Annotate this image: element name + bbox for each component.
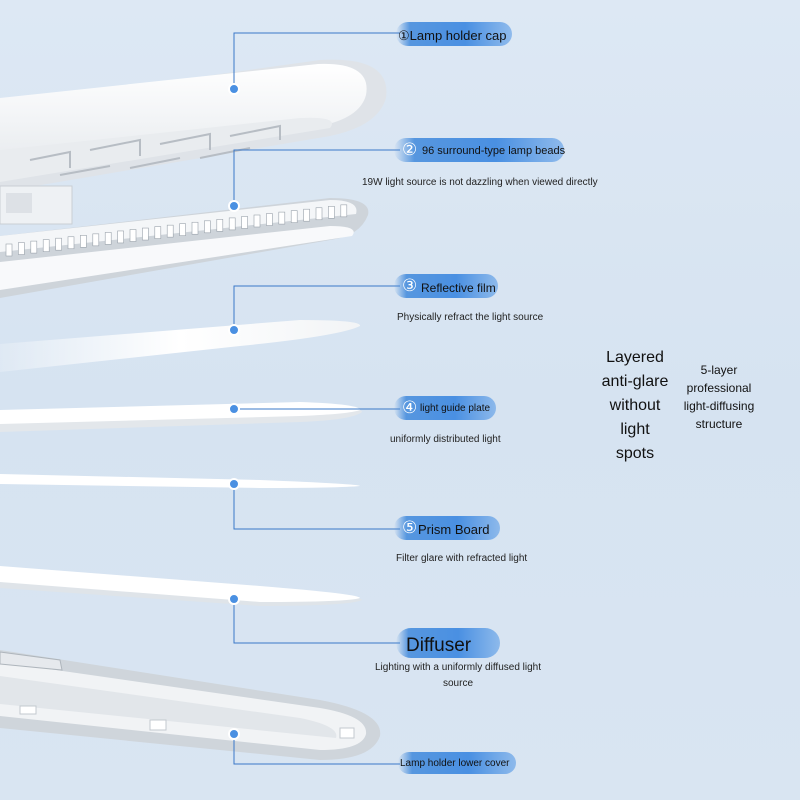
lamp-bead (80, 235, 87, 248)
lamp-bead-ring-part (0, 198, 369, 298)
lamp-bead (154, 226, 162, 239)
lamp-bead (253, 214, 261, 228)
anti-glare-line: spots (615, 445, 655, 462)
callout-dot (228, 83, 240, 95)
callout-dot (228, 324, 240, 336)
callout-5-title: Prism Board (418, 522, 490, 537)
anti-glare-line: anti-glare (601, 373, 669, 390)
light-guide-plate-part (0, 402, 362, 432)
callout-4-number: ④ (402, 398, 418, 418)
callout-pill (394, 274, 498, 298)
callout-5-number: ⑤ (402, 518, 418, 538)
lamp-bead (303, 208, 310, 222)
lamp-bead (104, 232, 112, 245)
lamp-bead (328, 206, 335, 219)
callout-3-title: Reflective film (421, 281, 496, 295)
structure-line: professional (686, 381, 752, 395)
anti-glare-heading: Layered anti-glare without light spots (590, 346, 680, 466)
anti-glare-line: Layered (606, 349, 664, 366)
anti-glare-line: light (620, 421, 650, 438)
lamp-bead (241, 216, 248, 229)
lamp-bead (5, 243, 13, 257)
lamp-bead (179, 223, 186, 236)
callout-dot (228, 200, 240, 212)
lamp-bead (166, 224, 174, 238)
callout-6-title: Diffuser (406, 635, 472, 656)
callout-4-title: light guide plate (420, 403, 491, 414)
lamp-bead (204, 220, 211, 234)
structure-line: 5-layer (700, 363, 738, 377)
lamp-bead (290, 210, 298, 223)
callout-5-subtitle: Filter glare with refracted light (396, 553, 528, 564)
lamp-holder-lower-cover-part (0, 650, 381, 760)
layer-structure-note: 5-layer professional light-diffusing str… (676, 361, 762, 433)
lamp-bead (67, 236, 75, 250)
callout-pill (396, 628, 500, 658)
callout-3-subtitle: Physically refract the light source (397, 312, 544, 323)
lamp-holder-cap-part (0, 59, 387, 225)
callout-pill (396, 22, 512, 46)
lamp-bead (55, 237, 62, 251)
lamp-bead (18, 242, 25, 255)
lamp-bead (92, 233, 100, 247)
callout-4-subtitle: uniformly distributed light (390, 434, 501, 445)
lamp-bead (42, 239, 50, 252)
lamp-bead (216, 219, 224, 232)
callout-2-number: ② (402, 140, 418, 160)
diffuser-part (0, 566, 362, 606)
lamp-bead (266, 213, 273, 226)
lamp-bead (117, 230, 124, 244)
structure-line: light-diffusing (683, 399, 755, 413)
callout-pill (394, 516, 500, 540)
callout-dot (228, 728, 240, 740)
callout-dot (228, 593, 240, 605)
callout-1-title: ①Lamp holder cap (398, 28, 507, 43)
lamp-bead (142, 227, 149, 241)
callout-2-title: 96 surround-type lamp beads (422, 145, 566, 157)
callout-pill (398, 752, 516, 774)
callout-dot (228, 403, 240, 415)
reflective-film-part (0, 320, 361, 372)
lamp-bead (340, 204, 348, 218)
lamp-bead (278, 211, 286, 225)
callout-6-subtitle: Lighting with a uniformly diffused light… (374, 662, 542, 689)
structure-line: structure (695, 417, 743, 431)
lamp-bead (191, 221, 199, 235)
callout-dot (228, 478, 240, 490)
prism-board-part (0, 474, 360, 488)
lamp-bead (30, 240, 38, 254)
lamp-bead (228, 217, 236, 231)
lamp-bead (129, 229, 137, 242)
callout-7-title: Lamp holder lower cover (400, 758, 510, 769)
lamp-bead (315, 207, 323, 221)
anti-glare-line: without (609, 397, 661, 414)
callout-pill (394, 138, 564, 162)
callout-3-number: ③ (402, 276, 418, 296)
callout-2-subtitle: 19W light source is not dazzling when vi… (362, 177, 598, 188)
callout-pill (394, 396, 496, 420)
